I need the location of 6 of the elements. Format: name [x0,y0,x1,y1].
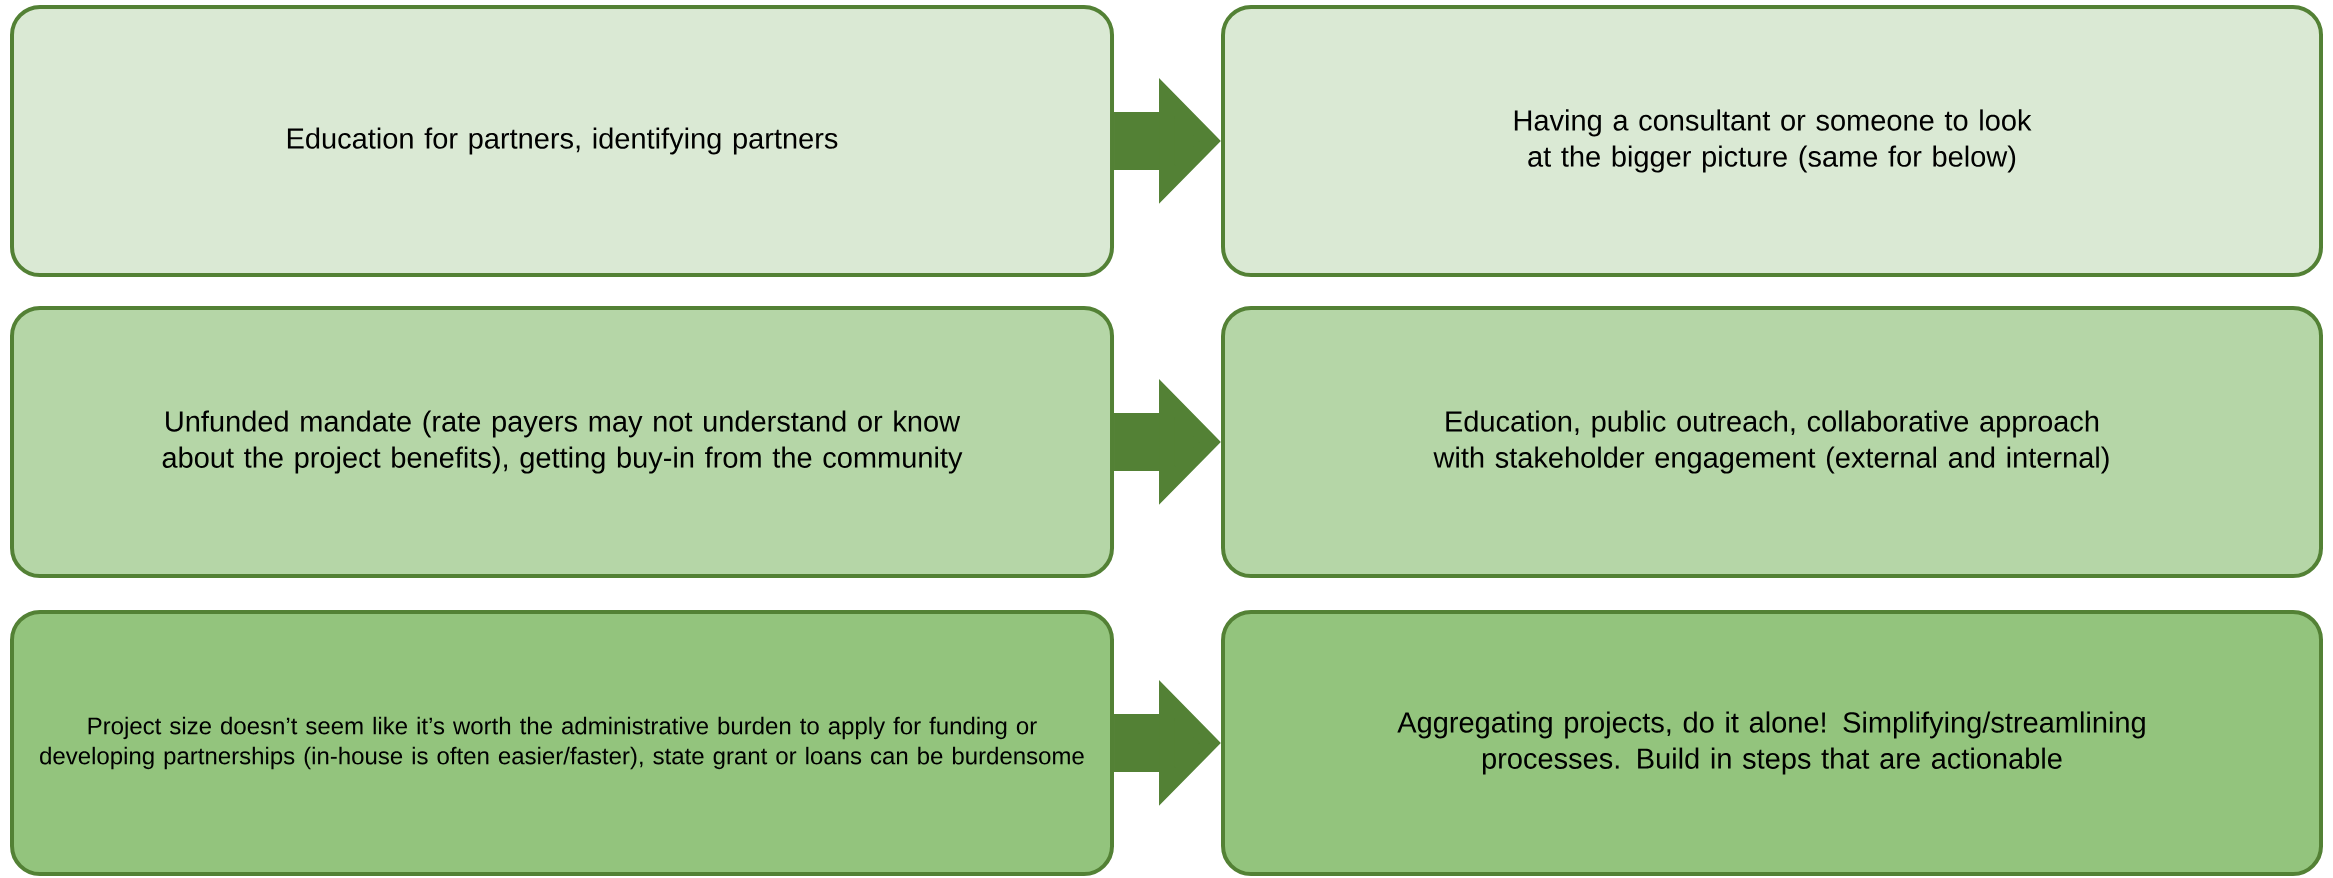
text-box: Project size doesn’t seem like it’s worth the administrative burden to apply for funding or developing partnerships (in-house is often easier/faster), state grant or loans can be burdensome [10,610,1114,876]
text-box: Unfunded mandate (rate payers may not understand or know about the project benefits), getting buy-in from the community [10,306,1114,578]
text-box: Education for partners, identifying partners [10,5,1114,277]
text-box: Education, public outreach, collaborative approach with stakeholder engagement (external and internal) [1221,306,2324,578]
text-box: Having a consultant or someone to look at the bigger picture (same for below) [1221,5,2324,277]
text-box: Aggregating projects, do it alone! Simplifying/streamlining processes. Build in steps that are actionable [1221,610,2324,876]
